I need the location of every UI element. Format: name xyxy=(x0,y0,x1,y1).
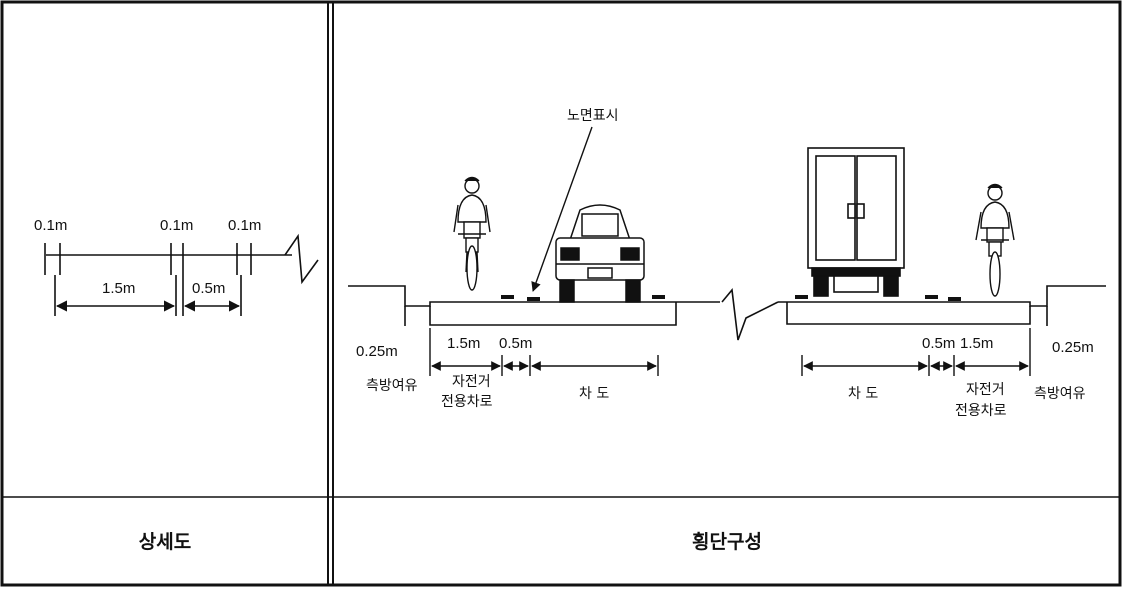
detail-labels: 0.1m 0.1m 0.1m 1.5m 0.5m xyxy=(34,217,261,297)
detail-dim-bike: 1.5m xyxy=(102,280,135,297)
cyclist-left-icon xyxy=(453,176,491,291)
right-buffer-width: 0.5m xyxy=(922,335,955,352)
left-buffer-width: 0.5m xyxy=(499,335,532,352)
detail-dim-top-3: 0.1m xyxy=(228,217,261,234)
detail-dim-top-1: 0.1m xyxy=(34,217,67,234)
section-labels-left: 0.25m 1.5m 0.5m 측방여유 자전거 전용차로 차 도 xyxy=(356,335,609,410)
road-profile xyxy=(348,285,1106,341)
section-labels-right: 0.5m 1.5m 0.25m 차 도 자전거 전용차로 측방여유 xyxy=(848,335,1094,419)
right-bike-label-1: 자전거 xyxy=(966,382,1005,398)
detail-drawing xyxy=(44,233,319,316)
road-marking-callout: 노면표시 xyxy=(531,108,619,292)
detail-dim-buffer: 0.5m xyxy=(192,280,225,297)
left-shoulder-width: 0.25m xyxy=(356,343,398,360)
dimension-lines-right xyxy=(801,328,1031,376)
right-lane-label: 차 도 xyxy=(848,386,878,402)
detail-caption: 상세도 xyxy=(139,531,191,553)
cyclist-right-icon xyxy=(975,183,1015,297)
right-shoulder-width: 0.25m xyxy=(1052,339,1094,356)
left-shoulder-label: 측방여유 xyxy=(366,378,418,394)
left-bike-label-2: 전용차로 xyxy=(441,394,493,410)
right-bike-width: 1.5m xyxy=(960,335,993,352)
right-shoulder-label: 측방여유 xyxy=(1034,386,1086,402)
left-bike-label-1: 자전거 xyxy=(452,374,491,390)
road-marking-label: 노면표시 xyxy=(567,108,619,124)
detail-dim-top-2: 0.1m xyxy=(160,217,193,234)
right-bike-label-2: 전용차로 xyxy=(955,403,1007,419)
lane-markings xyxy=(501,295,961,301)
cross-section-caption: 횡단구성 xyxy=(692,531,762,553)
left-lane-label: 차 도 xyxy=(579,386,609,402)
dimension-lines-left xyxy=(429,328,659,376)
car-icon xyxy=(555,204,645,303)
left-bike-width: 1.5m xyxy=(447,335,480,352)
truck-icon xyxy=(807,147,905,297)
